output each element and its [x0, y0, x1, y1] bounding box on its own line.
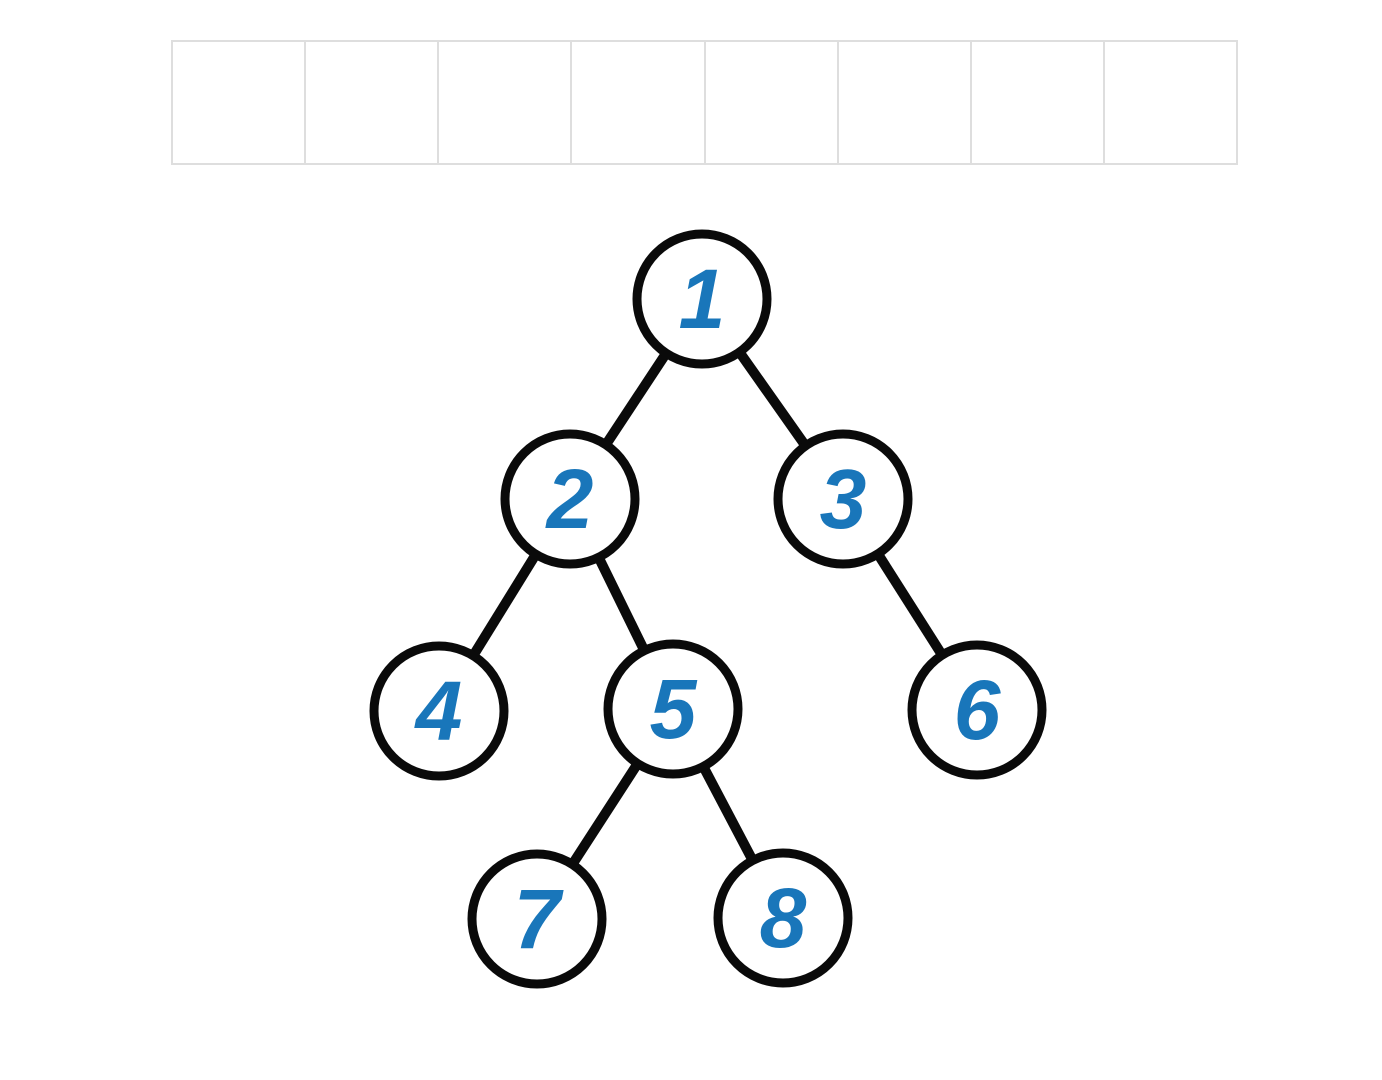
tree-node-circle [713, 848, 853, 988]
tree-node-label: 7 [514, 872, 564, 966]
array-row [171, 40, 1238, 165]
tree-node-7: 7 [467, 849, 607, 989]
tree-node-1: 1 [632, 229, 772, 369]
array-cell-4[interactable] [572, 42, 706, 163]
tree-node-label: 6 [954, 663, 1002, 757]
array-cell-3[interactable] [439, 42, 573, 163]
array-cell-8[interactable] [1104, 42, 1236, 163]
tree-node-label: 5 [650, 662, 698, 756]
tree-node-4: 4 [369, 641, 509, 781]
tree-node-label: 2 [545, 452, 594, 546]
tree-node-circle [773, 429, 913, 569]
array-cell-2[interactable] [306, 42, 440, 163]
tree-node-circle [467, 849, 607, 989]
tree-node-circle [500, 429, 640, 569]
tree-node-label: 3 [820, 452, 867, 546]
tree-node-label: 1 [679, 252, 726, 346]
tree-node-label: 8 [760, 871, 807, 965]
tree-node-circle [603, 639, 743, 779]
tree-node-8: 8 [713, 848, 853, 988]
tree-node-6: 6 [907, 640, 1047, 780]
array-cell-5[interactable] [705, 42, 839, 163]
tree-node-5: 5 [603, 639, 743, 779]
tree-node-circle [907, 640, 1047, 780]
array-cell-6[interactable] [838, 42, 972, 163]
array-cell-7[interactable] [971, 42, 1105, 163]
array-cell-1[interactable] [173, 42, 307, 163]
tree-node-2: 2 [500, 429, 640, 569]
tree-node-3: 3 [773, 429, 913, 569]
tree-node-label: 4 [414, 664, 463, 758]
tree-node-circle [632, 229, 772, 369]
tree-node-circle [369, 641, 509, 781]
